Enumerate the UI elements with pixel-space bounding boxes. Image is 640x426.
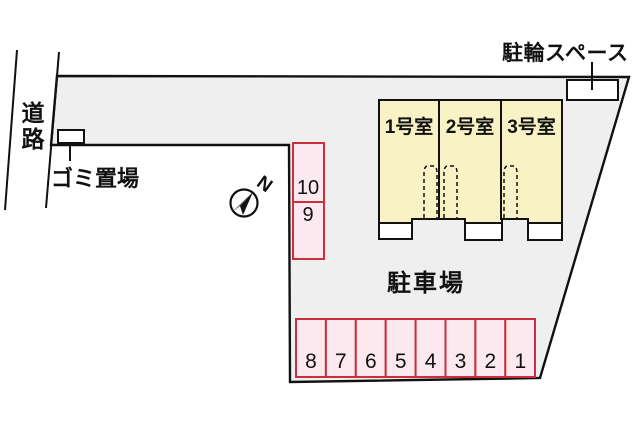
parking-space-6-number: 6 [364, 350, 377, 373]
parking-space-2-box [474, 318, 507, 378]
parking-lot-label: 駐車場 [387, 270, 465, 297]
parking-space-4-number: 4 [424, 350, 437, 373]
room-1-label: 1号室 [384, 117, 434, 138]
parking-space-10-number: 10 [296, 177, 320, 199]
entry-steps-dashed-room3 [503, 165, 518, 218]
parking-space-5-number: 5 [394, 350, 407, 373]
parking-space-2-number: 2 [484, 350, 497, 373]
parking-space-4-box [414, 318, 447, 378]
compass-circle [229, 188, 259, 218]
garbage-box [57, 129, 85, 144]
porch-room2 [464, 222, 503, 241]
parking-space-8-number: 8 [305, 350, 317, 373]
road-line-left [4, 49, 18, 211]
road-label: 道路 [18, 101, 44, 153]
compass-icon: N [229, 172, 276, 218]
room-3-label: 3号室 [507, 117, 556, 138]
parking-space-3-number: 3 [454, 350, 467, 373]
entry-steps-dashed-room1 [423, 165, 438, 218]
entry-steps-dashed-room2 [443, 165, 458, 218]
garbage-area-label: ゴミ置場 [51, 166, 140, 191]
room-2-label: 2号室 [445, 117, 495, 138]
road-line-right [45, 51, 60, 209]
parking-space-9-box [292, 201, 325, 260]
parking-space-10-box [292, 142, 325, 203]
porch-room3 [527, 222, 563, 241]
compass-north-label: N [253, 172, 276, 197]
parking-space-7-number: 7 [335, 350, 347, 373]
parking-space-1-box [504, 318, 536, 378]
parking-space-7-box [324, 318, 357, 378]
bicycle-space-label: 駐輪スペース [502, 42, 629, 65]
parking-space-1-number: 1 [514, 350, 527, 373]
parking-space-8-box [295, 318, 327, 378]
parking-space-9-number: 9 [302, 204, 314, 226]
compass-needle-dark [240, 192, 253, 215]
parking-space-6-box [354, 318, 387, 378]
compass-needle-light [232, 192, 253, 212]
porch-room1 [378, 222, 413, 240]
